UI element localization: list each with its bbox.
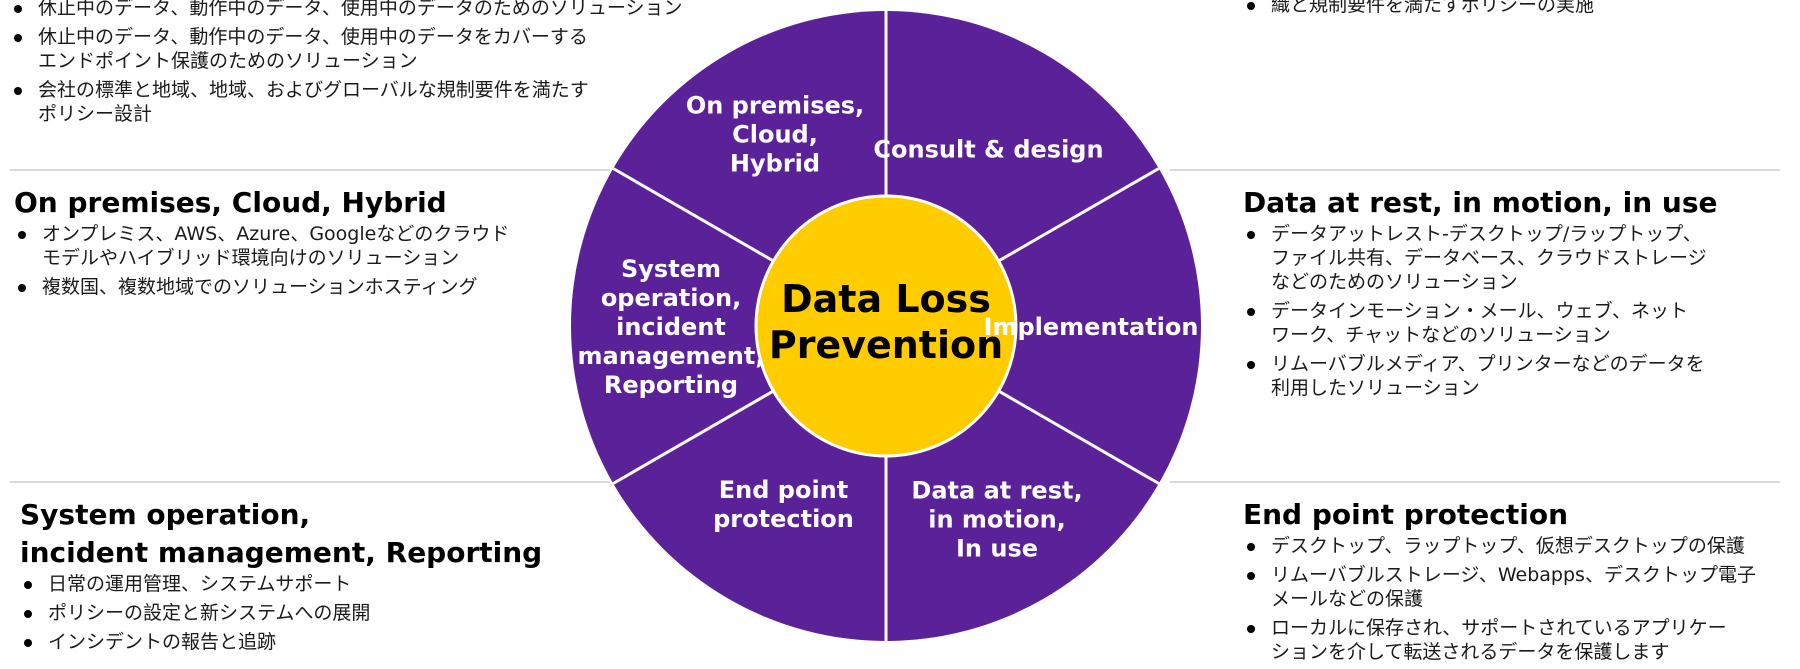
segment-label-line: protection [713,505,854,533]
wheel-segment-sysop [571,168,886,484]
bullet-item: インシデントの報告と追跡 [20,630,580,654]
middle-left-block: On premises, Cloud, Hybrid オンプレミス、AWS、Az… [14,184,574,304]
segment-label-line: management, [578,342,765,370]
segment-label-line: in motion, [928,505,1066,533]
top-left-bullet-list: 休止中のデータ、動作中のデータ、使用中のデータのためのソリューション休止中のデー… [10,0,730,126]
segment-label-line: Data at rest, [911,476,1082,504]
bullet-item: 織と規制要件を満たすポリシーの実施 [1243,0,1783,17]
center-label-line: Data Loss [781,277,991,321]
middle-left-title: On premises, Cloud, Hybrid [14,186,447,219]
segment-label-consult: Consult & design [873,135,1103,163]
top-right-block: 織と規制要件を満たすポリシーの実施 [1243,0,1783,22]
bullet-item: データインモーション・メール、ウェブ、ネット ワーク、チャットなどのソリューショ… [1243,299,1783,347]
bullet-item: 休止中のデータ、動作中のデータ、使用中のデータのためのソリューション [10,0,730,20]
segment-label-hosting: On premises,Cloud,Hybrid [686,92,864,178]
segment-label-line: operation, [601,284,741,312]
center-label-line: Prevention [769,323,1003,367]
segment-label-line: Consult & design [873,135,1103,163]
segment-label-line: Reporting [604,371,738,399]
divider-right-upper [1170,169,1780,171]
top-right-bullet-list: 織と規制要件を満たすポリシーの実施 [1243,0,1783,17]
bullet-item: リムーバブルストレージ、Webapps、デスクトップ電子 メールなどの保護 [1243,563,1788,611]
middle-left-bullet-list: オンプレミス、AWS、Azure、Googleなどのクラウド モデルやハイブリッ… [14,222,574,299]
bullet-item: デスクトップ、ラップトップ、仮想デスクトップの保護 [1243,534,1788,558]
bullet-item: 日常の運用管理、システムサポート [20,572,580,596]
bullet-item: データアットレスト-デスクトップ/ラップトップ、 ファイル共有、データベース、ク… [1243,222,1783,294]
bottom-left-bullet-list: 日常の運用管理、システムサポートポリシーの設定と新システムへの展開インシデントの… [20,572,580,654]
bullet-item: リムーバブルメディア、プリンターなどのデータを 利用したソリューション [1243,352,1783,400]
bottom-right-title: End point protection [1243,498,1569,531]
bullet-item: オンプレミス、AWS、Azure、Googleなどのクラウド モデルやハイブリッ… [14,222,574,270]
middle-right-block: Data at rest, in motion, in use データアットレス… [1243,184,1783,405]
segment-label-data-states: Data at rest,in motion,In use [911,476,1082,562]
segment-label-implementation: Implementation [984,313,1199,341]
divider-left-lower [10,481,610,483]
middle-right-bullet-list: データアットレスト-デスクトップ/ラップトップ、 ファイル共有、データベース、ク… [1243,222,1783,400]
center-hub [754,194,1018,458]
bullet-item: 休止中のデータ、動作中のデータ、使用中のデータをカバーする エンドポイント保護の… [10,25,730,73]
segment-label-line: incident [616,313,726,341]
segment-label-line: Cloud, [732,121,818,149]
bullet-item: 複数国、複数地域でのソリューションホスティング [14,275,574,299]
middle-right-title: Data at rest, in motion, in use [1243,186,1718,219]
divider-left-upper [10,169,610,171]
bullet-item: 会社の標準と地域、地域、およびグローバルな規制要件を満たす ポリシー設計 [10,78,730,126]
segment-label-line: On premises, [686,92,864,120]
segment-label-line: In use [956,534,1038,562]
divider-right-lower [1170,481,1780,483]
bullet-item: ポリシーの設定と新システムへの展開 [20,601,580,625]
segment-label-line: Implementation [984,313,1199,341]
segment-label-line: System [621,255,721,283]
segment-label-line: Hybrid [730,150,820,178]
segment-label-line: End point [719,476,848,504]
bottom-left-block: System operation, incident management, R… [20,496,580,659]
bottom-left-title: System operation, incident management, R… [20,498,543,569]
wheel-segment-implementation [886,168,1201,484]
top-left-block: 休止中のデータ、動作中のデータ、使用中のデータのためのソリューション休止中のデー… [10,0,730,131]
